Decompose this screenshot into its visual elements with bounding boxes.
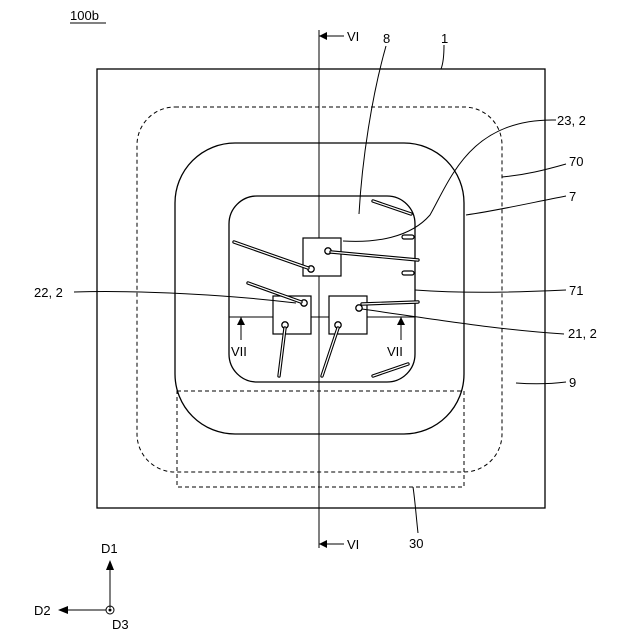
section-arrowhead-vii-left [237,317,245,325]
package-outline [97,69,545,508]
ref-label-23: 23, 2 [557,113,586,128]
bond-wire [279,328,285,376]
leader-line-71 [415,290,566,292]
section-label-vii-left: VII [231,344,247,359]
leader-line-30 [413,487,418,533]
lead-stub [402,235,414,239]
leader-line-9 [516,382,566,384]
axis-d3-dot [109,609,112,612]
leader-line-1 [441,45,444,69]
ref-label-8: 8 [383,31,390,46]
leader-line-23 [343,120,556,241]
leader-line-22 [74,292,296,303]
axis-d3-label: D3 [112,617,129,632]
leader-line-7 [466,196,566,215]
ref-label-71: 71 [569,283,583,298]
bond-wire [373,364,408,376]
ref-label-22: 22, 2 [34,285,63,300]
ref-label-1: 1 [441,31,448,46]
chip-21 [329,296,367,334]
ref-label-70: 70 [569,154,583,169]
leader-line-8 [359,46,386,214]
axis-d1-label: D1 [101,541,118,556]
section-label-vii-right: VII [387,344,403,359]
leader-line-70 [502,164,566,177]
lead-stub [402,271,414,275]
bond-wire [322,328,338,376]
section-arrowhead-vi-top [319,32,327,40]
ref-label-9: 9 [569,375,576,390]
bond-wire [234,242,308,268]
chip-22 [273,296,311,334]
axis-d2-arrowhead [58,606,68,614]
terminal-region-30 [177,391,464,487]
bond-wire [331,252,418,260]
leader-line-21 [362,309,564,334]
section-arrowhead-vi-bottom [319,540,327,548]
figure-title: 100b [70,8,99,23]
section-arrowhead-vii-right [397,317,405,325]
section-label-vi-bottom: VI [347,537,359,552]
section-label-vi-top: VI [347,29,359,44]
ref-label-30: 30 [409,536,423,551]
ref-label-21: 21, 2 [568,326,597,341]
axis-d2-label: D2 [34,603,51,618]
axis-d1-arrowhead [106,560,114,570]
ref-label-7: 7 [569,189,576,204]
